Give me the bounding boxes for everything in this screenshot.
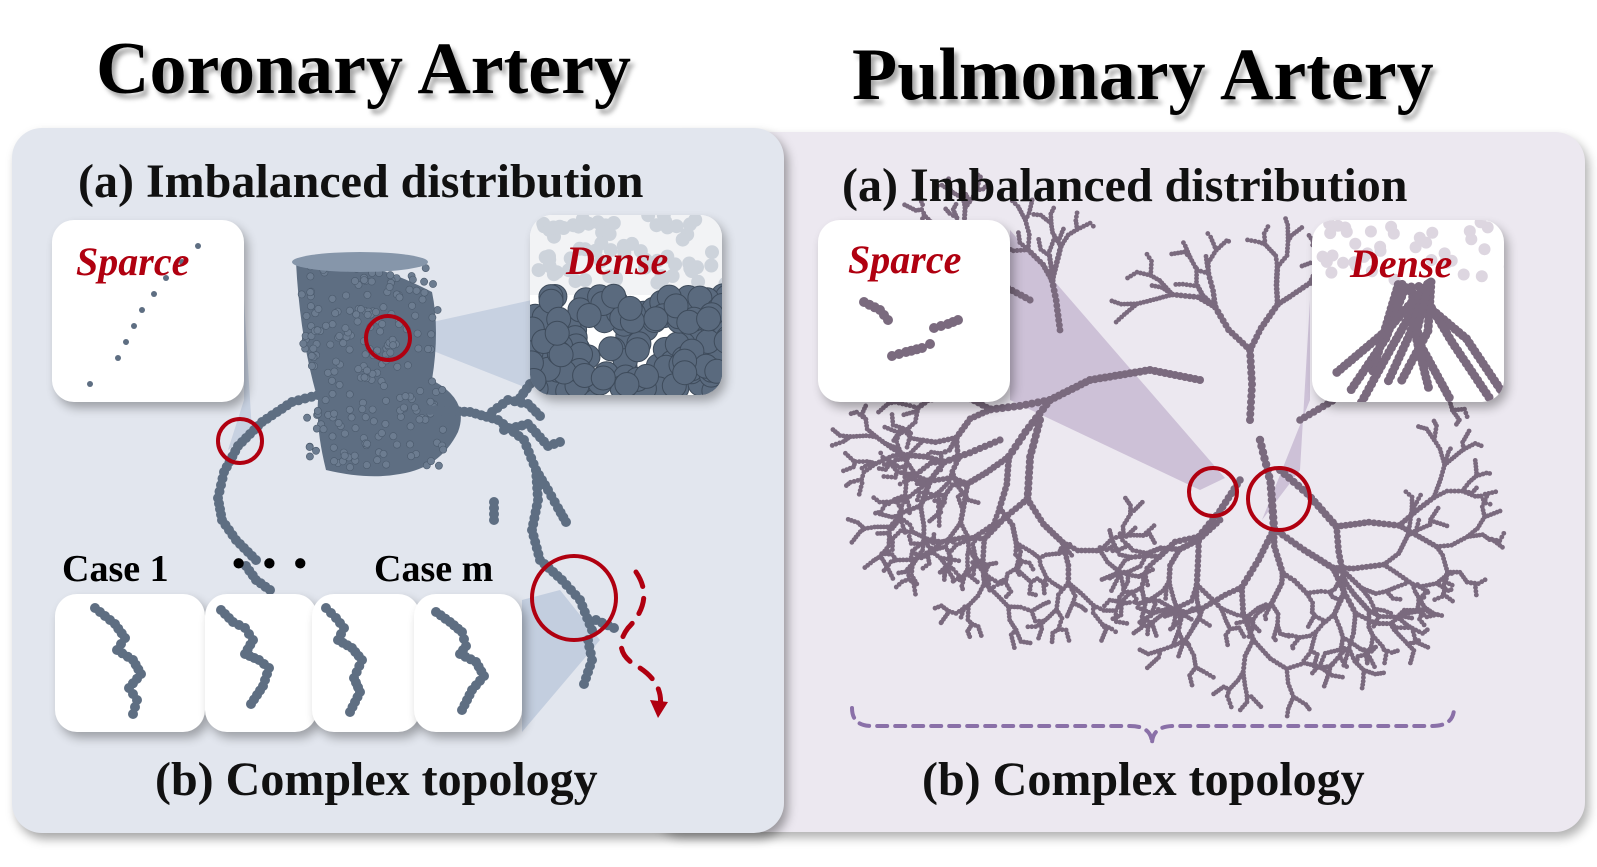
dense-point-sample — [530, 215, 722, 395]
coronary-artery-tree — [213, 252, 619, 689]
vessel-segment-sample — [216, 605, 274, 709]
coronary-sparse-inset: Sparce — [52, 220, 244, 402]
pulmonary-title: Pulmonary Artery — [852, 34, 1434, 116]
coronary-sparse-label: Sparce — [76, 239, 190, 284]
coronary-title: Coronary Artery — [96, 28, 631, 110]
case-thumbnail — [312, 594, 420, 732]
case-thumbnail — [55, 594, 205, 732]
case-last-label: Case m — [374, 548, 494, 590]
sparse-point-sample — [859, 297, 963, 361]
pulmonary-dense-inset: Dense — [1312, 220, 1504, 402]
vessel-segment-sample — [321, 603, 367, 717]
case-ellipsis: • • • — [232, 543, 311, 585]
pulmonary-sparse-inset: Sparce — [818, 220, 1010, 402]
coronary-dense-inset: Dense — [530, 215, 722, 395]
pulmonary-dense-label: Dense — [1350, 241, 1453, 286]
coronary-subtitle-b: (b) Complex topology — [155, 753, 598, 806]
pulmonary-subtitle-a: (a) Imbalanced distribution — [842, 159, 1408, 212]
pulmonary-sparse-label: Sparce — [848, 237, 962, 282]
vessel-segment-sample — [90, 603, 146, 719]
sparse-point-sample — [87, 243, 201, 387]
vessel-segment-sample — [431, 607, 489, 715]
case-thumbnail — [414, 594, 522, 732]
case-thumbnail — [205, 594, 317, 732]
coronary-subtitle-a: (a) Imbalanced distribution — [78, 155, 644, 208]
case-first-label: Case 1 — [62, 548, 169, 590]
zoom-fans — [228, 230, 1310, 732]
coronary-dense-label: Dense — [566, 238, 669, 283]
dense-point-sample — [1316, 220, 1504, 402]
pulmonary-subtitle-b: (b) Complex topology — [922, 753, 1365, 806]
